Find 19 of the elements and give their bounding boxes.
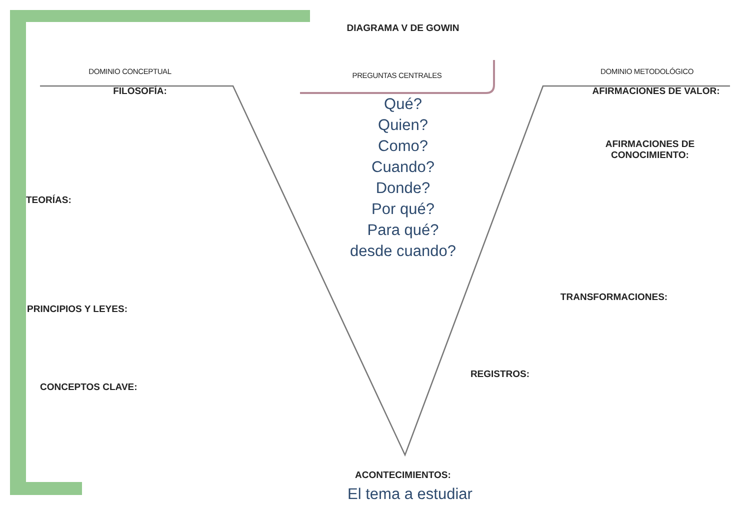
section-heading: CONCEPTOS CLAVE: — [40, 383, 138, 394]
section-heading: TRANSFORMACIONES: — [560, 293, 668, 304]
diagram-title: DIAGRAMA V DE GOWIN — [346, 24, 460, 35]
question-text: desde cuando? — [350, 243, 456, 261]
question-text: Qué? — [384, 96, 422, 114]
question-text: Como? — [378, 138, 428, 156]
question-text: Quien? — [378, 117, 428, 135]
question-text: Cuando? — [372, 159, 434, 177]
section-heading: AFIRMACIONES DE VALOR: — [592, 87, 720, 98]
section-heading: REGISTROS: — [470, 370, 530, 381]
section-heading: AFIRMACIONES DE CONOCIMIENTO: — [604, 140, 696, 162]
section-heading: FILOSOFÍA: — [113, 87, 167, 98]
topic-text: El tema a estudiar — [348, 486, 472, 504]
section-heading: PRINCIPIOS Y LEYES: — [27, 305, 128, 316]
question-text: Por qué? — [372, 201, 434, 219]
section-heading: TEORÍAS: — [26, 196, 72, 207]
question-text: Donde? — [376, 180, 430, 198]
question-text: Para qué? — [367, 222, 439, 240]
section-heading: ACONTECIMIENTOS: — [355, 471, 451, 482]
